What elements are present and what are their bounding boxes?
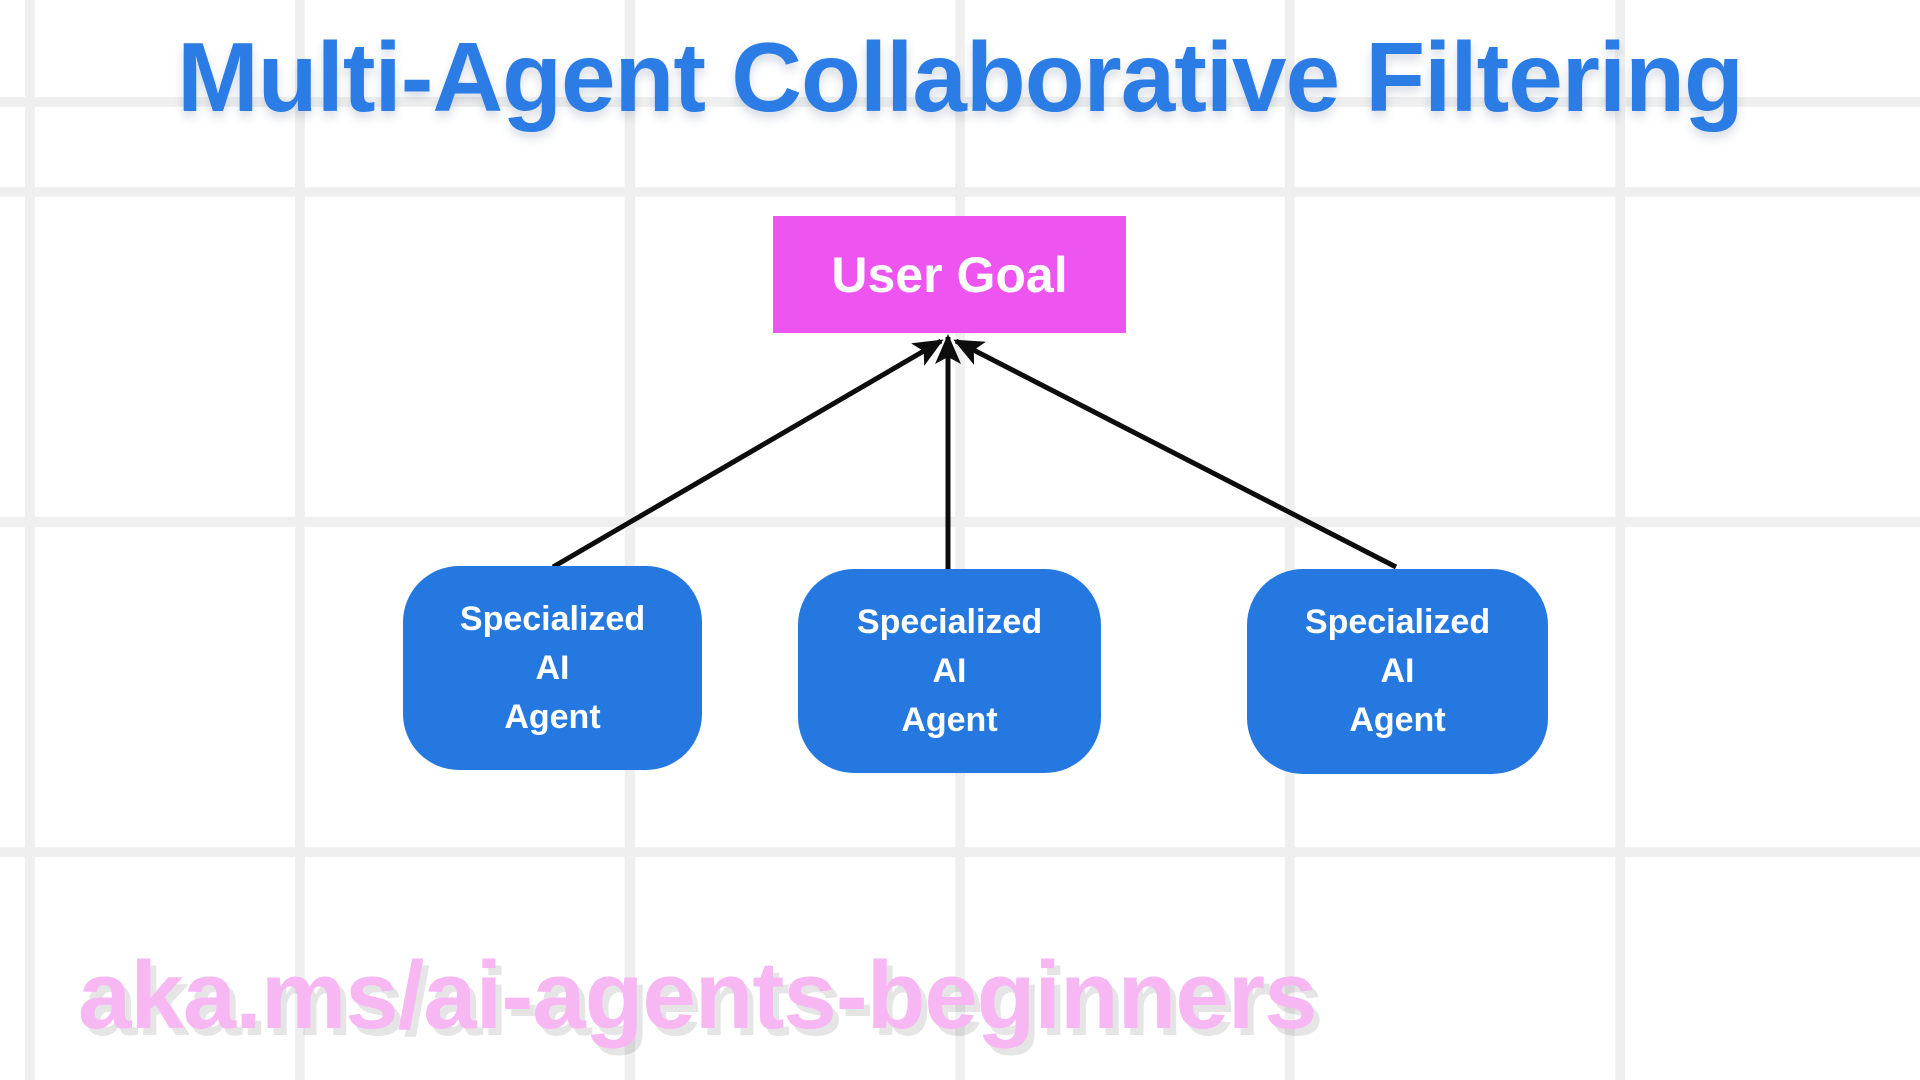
user-goal-label: User Goal [831, 246, 1068, 303]
arrow-right-agent-to-goal [953, 338, 1398, 570]
agent-3-label-line-2: AI [1380, 652, 1415, 690]
agent-2-label-line-2: AI [932, 651, 967, 690]
agent-node-1: Specialized AI Agent [403, 566, 702, 770]
agent-1-label-line-3: Agent [504, 697, 601, 736]
agent-2-label-line-3: Agent [901, 700, 998, 739]
user-goal-node: User Goal [773, 216, 1126, 333]
agent-node-2: Specialized AI Agent [798, 569, 1101, 773]
agent-1-label-line-1: Specialized [459, 599, 646, 638]
arrow-left-agent-to-goal [551, 338, 944, 570]
agent-2-label-line-1: Specialized [856, 602, 1043, 641]
footer-link[interactable]: aka.ms/ai-agents-beginners [78, 942, 1317, 1049]
page-title: Multi-Agent Collaborative Filtering [177, 22, 1744, 132]
agent-3-label-line-3: Agent [1349, 701, 1446, 739]
agent-node-3: Specialized AI Agent [1247, 569, 1548, 774]
agent-3-label-line-1: Specialized [1304, 603, 1491, 641]
agent-1-label-line-2: AI [535, 648, 570, 687]
